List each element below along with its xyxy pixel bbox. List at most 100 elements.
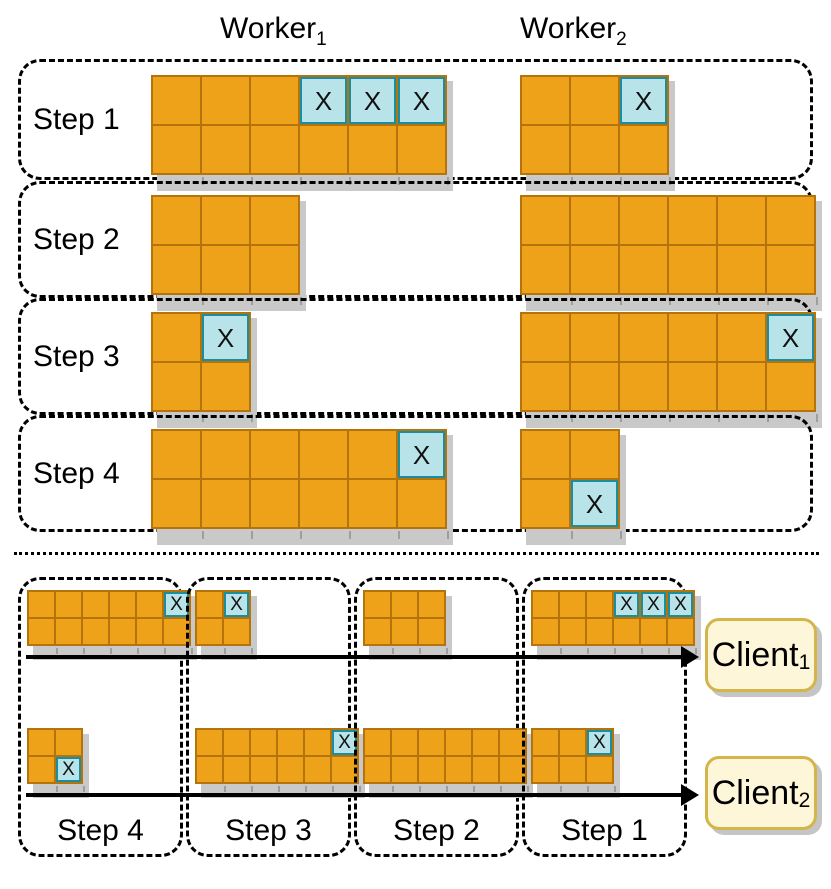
block-leg: [669, 414, 671, 422]
block-leg: [164, 648, 166, 654]
column-header-worker-2-subscript: 2: [616, 29, 627, 50]
block-leg: [560, 786, 562, 792]
block-legs: [537, 786, 620, 792]
task-cell: [300, 480, 347, 527]
column-header-worker-2-label: Worker: [520, 12, 617, 45]
task-cell: [153, 197, 200, 244]
block-leg: [305, 786, 307, 792]
client-block: [531, 590, 701, 660]
block-leg: [620, 297, 622, 305]
task-cell: [560, 757, 585, 782]
task-cell: [251, 757, 276, 782]
task-cell: [620, 246, 667, 293]
task-cell: [305, 757, 330, 782]
task-cell: [571, 246, 618, 293]
block-leg: [816, 297, 818, 305]
bottom-column-step-4: Step 4: [18, 577, 197, 857]
task-cell: [202, 363, 249, 410]
step-row-3-label: Step 3: [33, 339, 120, 373]
task-cell: [202, 126, 249, 173]
client-block: [195, 728, 365, 798]
bottom-column-label: Step 2: [393, 814, 480, 847]
block-leg: [571, 414, 573, 422]
task-cell: [669, 363, 716, 410]
block-leg: [56, 786, 58, 792]
task-cell: [560, 730, 585, 755]
block-leg: [359, 786, 361, 792]
task-cell: [620, 197, 667, 244]
task-cell: [56, 592, 81, 617]
task-cell-marked: [332, 730, 357, 755]
task-grid: [363, 590, 446, 646]
column-header-worker-2: Worker2: [520, 12, 627, 50]
task-grid: [151, 75, 447, 175]
task-cell: [349, 480, 396, 527]
step-row-2: Step 2: [18, 181, 822, 311]
block-leg: [620, 531, 622, 539]
task-cell: [29, 730, 54, 755]
block-leg: [202, 414, 204, 422]
worker-block: [520, 429, 626, 545]
task-cell: [153, 77, 200, 124]
block-leg: [392, 786, 394, 792]
task-cell: [251, 730, 276, 755]
task-cell: [587, 592, 612, 617]
task-cell: [224, 730, 249, 755]
task-cell-marked: [202, 314, 249, 361]
block-leg: [191, 648, 193, 654]
task-cell: [522, 431, 569, 478]
task-cell: [251, 431, 298, 478]
block-legs: [201, 648, 257, 654]
client-block: [531, 728, 620, 798]
block-legs: [157, 531, 453, 539]
client-box-2-label: Client: [711, 773, 799, 812]
task-cell-marked: [56, 757, 81, 782]
task-cell: [251, 197, 298, 244]
block-leg: [56, 648, 58, 654]
task-cell: [398, 126, 445, 173]
task-grid: [151, 312, 251, 412]
task-cell: [522, 126, 569, 173]
task-cell: [251, 480, 298, 527]
block-leg: [500, 786, 502, 792]
task-cell: [56, 619, 81, 644]
block-legs: [157, 297, 306, 305]
task-cell-marked: [349, 77, 396, 124]
task-cell: [571, 197, 618, 244]
block-leg: [560, 648, 562, 654]
block-leg: [251, 531, 253, 539]
task-cell: [571, 363, 618, 410]
block-leg: [571, 297, 573, 305]
task-cell: [332, 757, 357, 782]
task-cell: [224, 619, 249, 644]
task-cell-marked: [300, 77, 347, 124]
task-cell: [522, 77, 569, 124]
block-leg: [668, 648, 670, 654]
task-cell: [137, 619, 162, 644]
bottom-column-step-2: Step 2: [354, 577, 533, 857]
worker-block: [520, 75, 675, 191]
task-cell: [349, 126, 396, 173]
task-cell: [533, 757, 558, 782]
task-cell: [587, 757, 612, 782]
block-leg: [83, 648, 85, 654]
task-cell: [669, 197, 716, 244]
block-leg: [614, 648, 616, 654]
task-grid: [520, 195, 816, 295]
block-legs: [369, 786, 533, 792]
task-cell: [587, 619, 612, 644]
block-leg: [137, 648, 139, 654]
task-cell-marked: [614, 592, 639, 617]
client-block: [27, 590, 197, 660]
task-cell-marked: [398, 431, 445, 478]
task-cell: [392, 619, 417, 644]
column-header-worker-1-subscript: 1: [316, 29, 327, 50]
task-cell-marked: [571, 480, 618, 527]
block-leg: [447, 531, 449, 539]
task-grid: [27, 728, 83, 784]
task-cell: [533, 592, 558, 617]
bottom-column-label: Step 1: [561, 814, 648, 847]
task-cell: [533, 619, 558, 644]
